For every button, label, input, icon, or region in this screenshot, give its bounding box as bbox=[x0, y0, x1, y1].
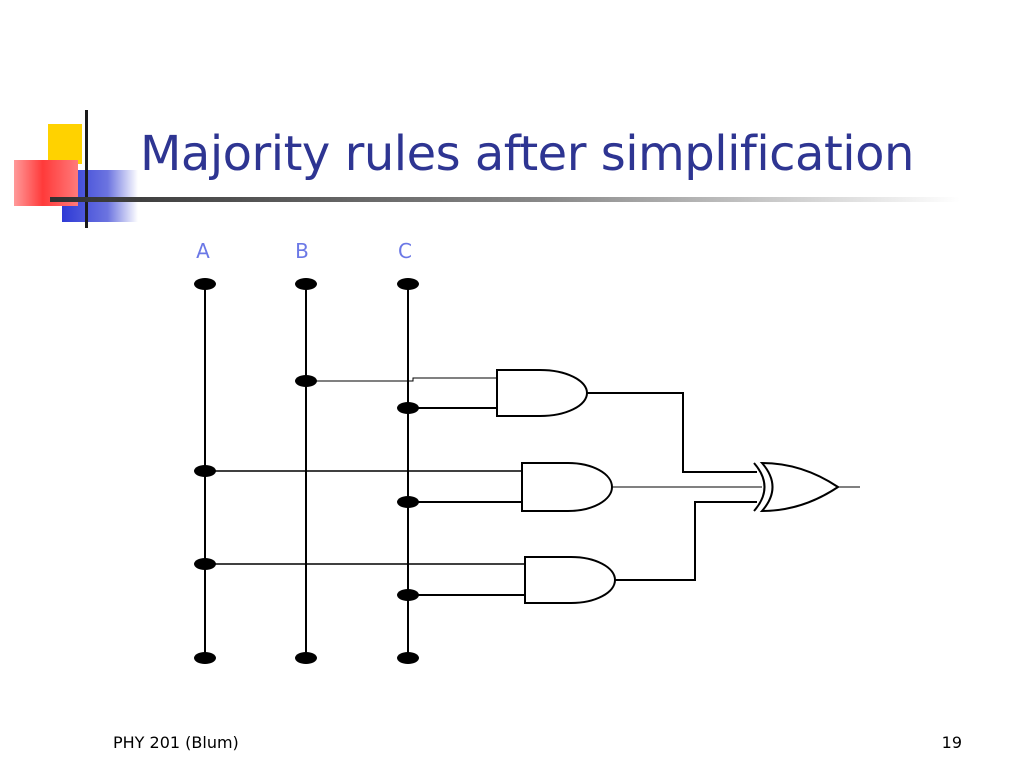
deco-yellow-square bbox=[48, 124, 82, 164]
dot-a-top bbox=[194, 278, 216, 290]
dot-b-top bbox=[295, 278, 317, 290]
input-label-b: B bbox=[295, 239, 309, 263]
page-title: Majority rules after simplification bbox=[140, 126, 914, 182]
dot-b-bottom bbox=[295, 652, 317, 664]
dot-c-top bbox=[397, 278, 419, 290]
title-underline bbox=[50, 197, 960, 202]
dot-c-and2 bbox=[397, 496, 419, 508]
dot-c-and3 bbox=[397, 589, 419, 601]
dot-a-and2 bbox=[194, 465, 216, 477]
footer-course: PHY 201 (Blum) bbox=[113, 733, 239, 752]
input-label-a: A bbox=[196, 239, 210, 263]
dot-a-bottom bbox=[194, 652, 216, 664]
wire-and3-to-or bbox=[615, 501, 757, 581]
and-gate-1 bbox=[496, 369, 588, 417]
and-gate-3 bbox=[524, 556, 616, 604]
or-gate-body bbox=[759, 461, 840, 513]
page-number: 19 bbox=[941, 733, 962, 752]
deco-vertical-line bbox=[85, 110, 88, 228]
dot-c-bottom bbox=[397, 652, 419, 664]
junction-dots bbox=[194, 278, 419, 664]
input-label-c: C bbox=[398, 239, 412, 263]
wire-and1-to-or bbox=[587, 392, 757, 473]
and-gate-2 bbox=[521, 462, 613, 512]
dot-c-and1 bbox=[397, 402, 419, 414]
or-gate bbox=[753, 462, 766, 512]
dot-b-and1 bbox=[295, 375, 317, 387]
wire-b-to-and1 bbox=[306, 377, 497, 382]
dot-a-and3 bbox=[194, 558, 216, 570]
